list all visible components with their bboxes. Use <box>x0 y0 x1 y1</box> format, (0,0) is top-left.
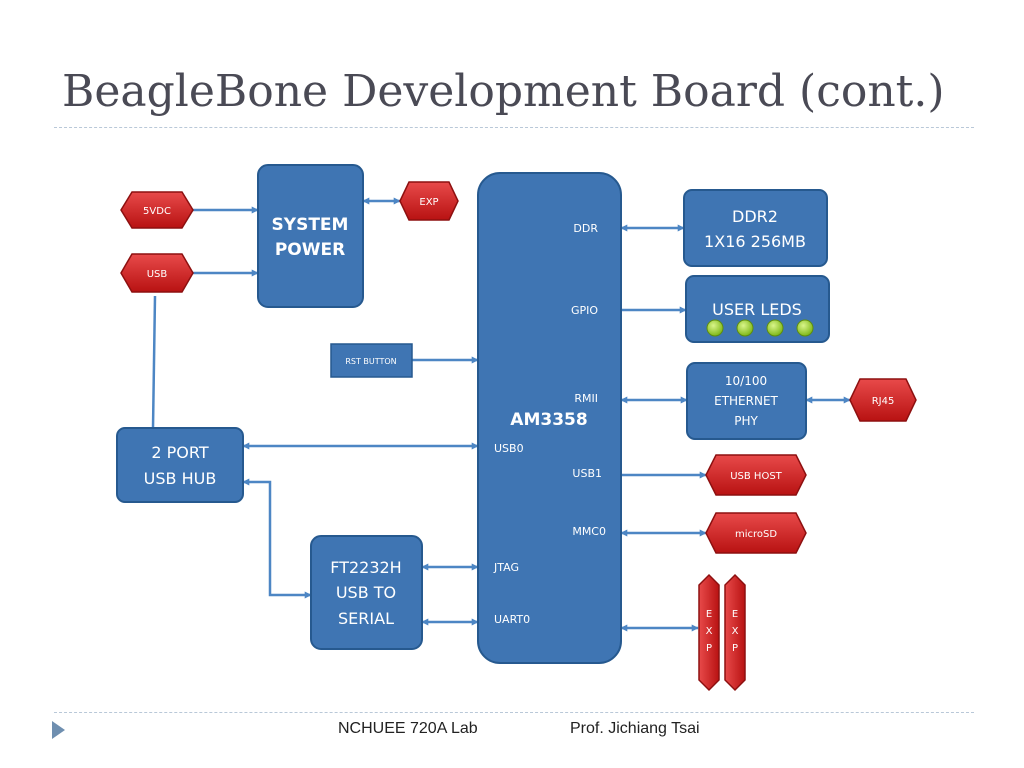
exp-bottom-left-letter-e: E <box>706 609 712 620</box>
connector-exp-bottom-left: E X P <box>698 573 720 692</box>
connector-usb: USB <box>120 253 194 293</box>
port-rmii: RMII <box>574 392 598 405</box>
led-indicator <box>706 319 724 337</box>
title-divider <box>54 127 974 128</box>
exp-bottom-right-letter-e: E <box>732 609 738 620</box>
footer-professor: Prof. Jichiang Tsai <box>570 720 700 737</box>
port-uart0: UART0 <box>494 613 530 626</box>
port-mmc0: MMC0 <box>572 525 606 538</box>
ft2232h-label-line3: SERIAL <box>338 609 394 628</box>
exp-bottom-left-letter-x: X <box>706 626 713 637</box>
led-indicator <box>796 319 814 337</box>
exp-bottom-right-letter-x: X <box>732 626 739 637</box>
footer-divider <box>54 712 974 713</box>
connection-arrows <box>151 197 851 632</box>
connector-5vdc-label: 5VDC <box>143 206 171 217</box>
usb-hub-label-line2: USB HUB <box>144 469 217 488</box>
slide-title: BeagleBone Development Board (cont.) <box>62 66 945 117</box>
usb-hub-label-line1: 2 PORT <box>151 443 208 462</box>
triangle-bullet-icon <box>52 721 65 739</box>
ethernet-phy-block: 10/100 ETHERNET PHY <box>686 362 807 440</box>
rst-button-block: RST BUTTON <box>330 343 413 378</box>
ft2232h-label-line1: FT2232H <box>330 558 401 577</box>
connector-rj45: RJ45 <box>849 378 917 422</box>
line-usb-to-hub <box>151 295 157 429</box>
ft2232h-label-line2: USB TO <box>336 583 396 602</box>
connector-usb-host-label: USB HOST <box>730 471 782 482</box>
user-leds-block: USER LEDS <box>685 275 830 343</box>
port-gpio: GPIO <box>571 304 598 317</box>
led-indicator <box>736 319 754 337</box>
cpu-label: AM3358 <box>510 410 587 430</box>
ft2232h-block: FT2232H USB TO SERIAL <box>310 535 423 650</box>
ethernet-phy-label-line1: 10/100 <box>725 374 767 388</box>
arrow-hub-ft2232h <box>242 478 312 599</box>
system-power-block: SYSTEM POWER <box>257 164 364 308</box>
user-leds-label: USER LEDS <box>712 300 802 319</box>
connector-usb-label: USB <box>147 269 168 280</box>
cpu-block: AM3358 DDR GPIO RMII USB0 USB1 MMC0 JTAG… <box>477 172 622 664</box>
connector-microsd-label: microSD <box>735 529 777 540</box>
ethernet-phy-label-line3: PHY <box>734 414 758 428</box>
connector-rj45-label: RJ45 <box>872 396 895 407</box>
connector-exp-bottom-right: E X P <box>724 573 746 692</box>
connector-5vdc: 5VDC <box>120 191 194 229</box>
system-power-label-line1: SYSTEM <box>272 215 349 235</box>
exp-bottom-left-letter-p: P <box>706 643 712 654</box>
ddr2-block: DDR2 1X16 256MB <box>683 189 828 267</box>
port-jtag: JTAG <box>493 561 519 574</box>
footer-lab: NCHUEE 720A Lab <box>338 720 478 737</box>
rst-button-label: RST BUTTON <box>345 357 396 366</box>
usb-hub-block: 2 PORT USB HUB <box>116 427 244 503</box>
connector-microsd: microSD <box>705 512 807 554</box>
ddr2-label-line2: 1X16 256MB <box>704 232 806 251</box>
connector-exp-top-label: EXP <box>419 197 438 208</box>
exp-bottom-right-letter-p: P <box>732 643 738 654</box>
port-usb1: USB1 <box>572 467 602 480</box>
port-ddr: DDR <box>573 222 598 235</box>
port-usb0: USB0 <box>494 442 524 455</box>
connector-usb-host: USB HOST <box>705 454 807 496</box>
system-power-label-line2: POWER <box>275 240 345 260</box>
led-indicator <box>766 319 784 337</box>
ethernet-phy-label-line2: ETHERNET <box>714 394 778 408</box>
ddr2-label-line1: DDR2 <box>732 207 778 226</box>
connector-exp-top: EXP <box>399 181 459 221</box>
